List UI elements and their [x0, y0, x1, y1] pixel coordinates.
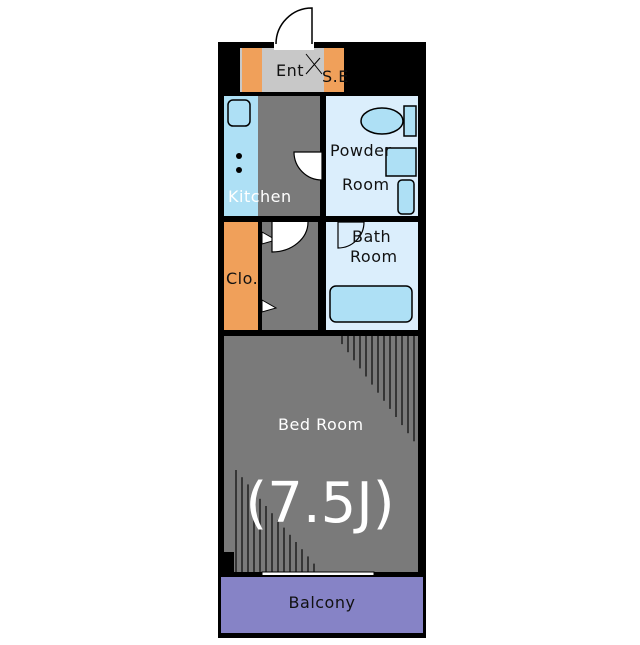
bed-room-window-hatching	[341, 336, 415, 442]
stove-burner-icon	[236, 153, 242, 159]
powder-room-label-line2: Room	[342, 175, 390, 194]
stove-burner-icon	[236, 167, 242, 173]
closet-label: Clo.	[226, 269, 258, 288]
shoe-storage-label: S.E	[322, 67, 349, 86]
balcony-edge	[219, 575, 425, 635]
powder-door-icon	[293, 151, 323, 181]
bath-room-label-line1: Bath	[352, 227, 391, 246]
closet	[224, 222, 258, 330]
toilet-icon	[360, 107, 404, 135]
toilet-tank-icon	[403, 105, 417, 137]
closet-wall	[258, 222, 262, 330]
bed-room-size-label: (7.5J)	[245, 471, 394, 536]
shoe-door-icon	[305, 53, 323, 75]
shoe-storage	[324, 48, 344, 92]
washbasin-icon	[385, 147, 417, 177]
entrance-label: Ent	[276, 61, 304, 80]
bath-door-icon	[337, 221, 365, 249]
kitchen-label: Kitchen	[228, 187, 292, 206]
balcony-floor	[220, 576, 424, 634]
bed-room-wall-stub	[224, 552, 234, 596]
bath-room-label-line2: Room	[350, 247, 398, 266]
closet-door-icon	[261, 299, 278, 313]
bathtub-icon	[329, 285, 413, 323]
bed-room-floor	[224, 336, 418, 572]
bed-room-label: Bed Room	[278, 415, 364, 434]
washing-machine-icon	[397, 179, 415, 215]
hall-door-icon	[271, 221, 309, 253]
bed-room-floor-hatching	[235, 470, 315, 572]
sink-icon	[227, 99, 251, 127]
entrance-door-icon	[275, 7, 313, 45]
balcony-label: Balcony	[289, 593, 356, 612]
powder-room-label-line1: Powder	[330, 141, 392, 160]
entrance-storage	[242, 48, 262, 92]
